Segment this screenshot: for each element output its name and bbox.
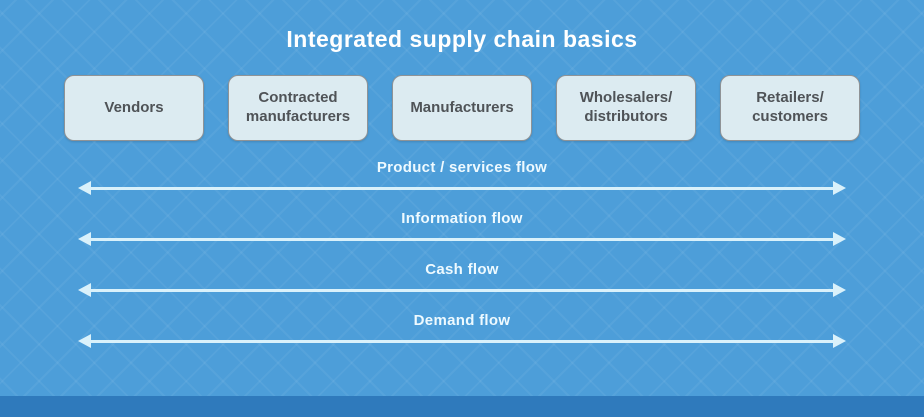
double-arrow-product-services <box>78 181 846 195</box>
flow-label-cash: Cash flow <box>425 261 499 278</box>
arrow-right-icon <box>833 334 846 348</box>
double-arrow-cash <box>78 283 846 297</box>
arrow-shaft <box>91 186 833 190</box>
stage-box-retailers-customers: Retailers/ customers <box>720 75 860 141</box>
flows-section: Product / services flow Information flow… <box>0 159 924 348</box>
double-arrow-demand <box>78 334 846 348</box>
diagram-title: Integrated supply chain basics <box>286 26 638 52</box>
arrow-left-icon <box>78 232 91 246</box>
arrow-right-icon <box>833 232 846 246</box>
stage-box-wholesalers-distributors: Wholesalers/ distributors <box>556 75 696 141</box>
flow-demand: Demand flow <box>78 312 846 348</box>
arrow-left-icon <box>78 283 91 297</box>
flow-cash: Cash flow <box>78 261 846 297</box>
arrow-shaft <box>91 288 833 292</box>
flow-label-product-services: Product / services flow <box>376 159 548 176</box>
double-arrow-information <box>78 232 846 246</box>
arrow-right-icon <box>833 181 846 195</box>
stage-box-manufacturers: Manufacturers <box>392 75 532 141</box>
supply-chain-stages-row: Vendors Contracted manufacturers Manufac… <box>0 75 924 141</box>
stage-box-contracted-manufacturers: Contracted manufacturers <box>228 75 368 141</box>
flow-label-demand: Demand flow <box>413 312 511 329</box>
flow-information: Information flow <box>78 210 846 246</box>
flow-label-information: Information flow <box>401 210 523 227</box>
arrow-right-icon <box>833 283 846 297</box>
footer-strip <box>0 396 924 417</box>
arrow-shaft <box>91 237 833 241</box>
arrow-left-icon <box>78 181 91 195</box>
arrow-left-icon <box>78 334 91 348</box>
arrow-shaft <box>91 339 833 343</box>
stage-box-vendors: Vendors <box>64 75 204 141</box>
flow-product-services: Product / services flow <box>78 159 846 195</box>
